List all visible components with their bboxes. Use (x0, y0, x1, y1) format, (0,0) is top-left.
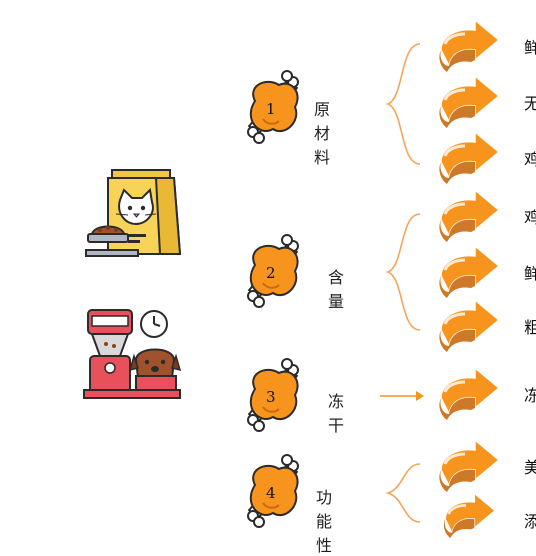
leaf-text: 鸡 (524, 208, 536, 227)
leaf-text: 鲜 (524, 38, 536, 57)
leaf-text: 无 (524, 94, 536, 113)
automatic-pet-feeder-icon (83, 306, 184, 402)
curved-arrow-icon (437, 298, 501, 354)
curved-arrow-icon (437, 438, 501, 494)
bracket (385, 213, 421, 331)
leaf-text: 添 (524, 512, 536, 531)
category-number: 4 (266, 484, 276, 502)
curved-arrow-icon (437, 130, 501, 186)
leaf-text: 鲜 (524, 264, 536, 283)
bracket (385, 43, 421, 165)
curved-arrow-icon (437, 244, 501, 300)
bracket (385, 463, 421, 523)
category-number: 2 (266, 264, 276, 282)
curved-arrow-icon (437, 74, 501, 130)
category-label: 含量 (328, 268, 347, 311)
category-number: 3 (266, 388, 276, 406)
curved-arrow-icon (437, 188, 501, 244)
leaf-text: 鸡 (524, 150, 536, 169)
leaf-text: 粗 (524, 318, 536, 337)
category-label: 冻干 (328, 392, 347, 435)
curved-arrow-icon (437, 366, 501, 422)
cat-food-bag-icon (85, 166, 182, 262)
category-number: 1 (266, 100, 276, 118)
leaf-text: 冻 (524, 386, 536, 405)
curved-arrow-icon (437, 18, 501, 74)
right-arrow-icon (380, 391, 424, 401)
category-label: 功能性 (316, 488, 335, 555)
category-label: 原材料 (314, 100, 333, 167)
leaf-text: 美 (524, 458, 536, 477)
curved-arrow-icon (442, 492, 497, 540)
